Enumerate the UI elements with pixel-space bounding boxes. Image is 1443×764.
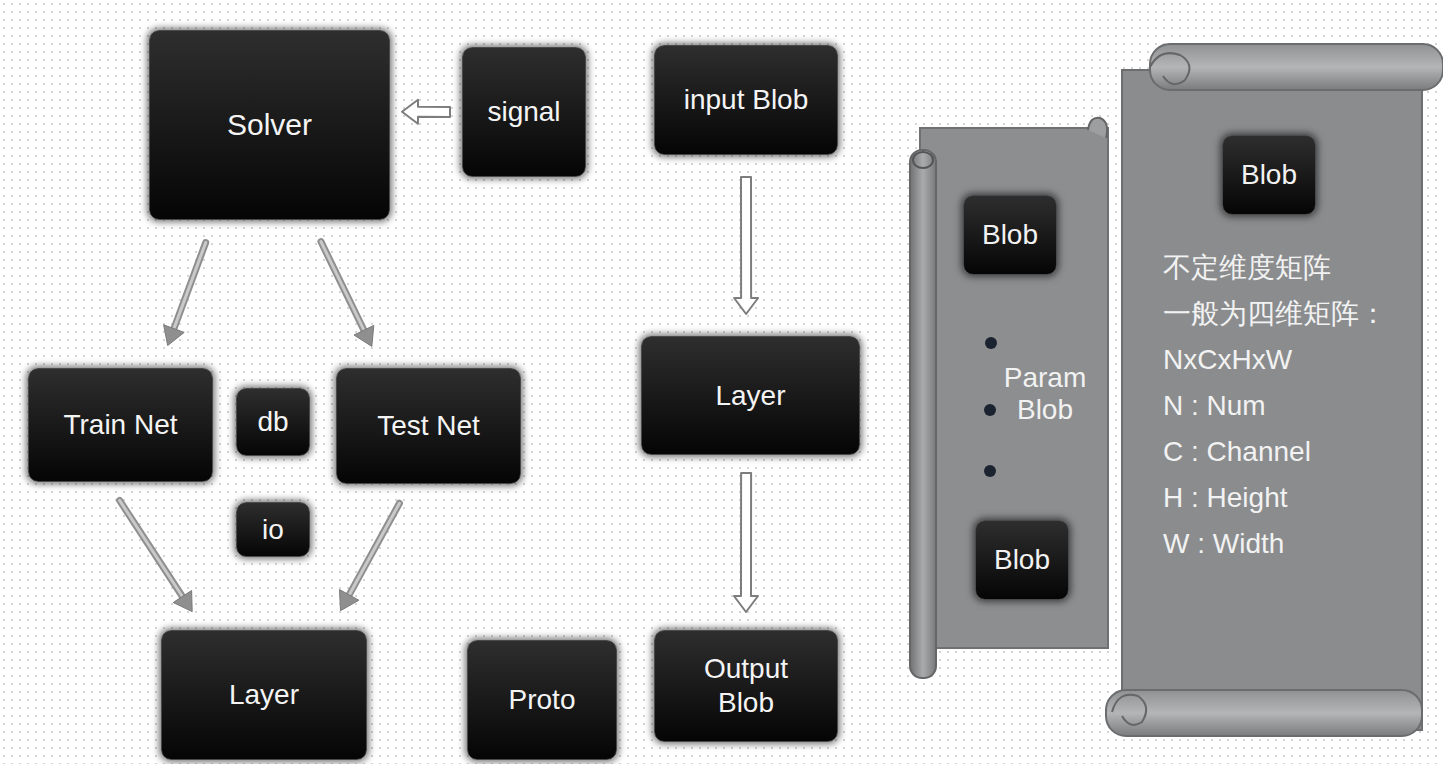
box-label: Proto (509, 683, 576, 717)
scroll-roll (1150, 44, 1443, 90)
scroll-curl (913, 152, 933, 168)
panel-text: Param Blob (1000, 362, 1090, 426)
box-label: input Blob (684, 83, 809, 117)
panel-text: N : Num (1163, 390, 1266, 422)
arrow-connector (734, 473, 758, 612)
box-label: Blob (994, 544, 1050, 576)
panel-text: 不定维度矩阵 (1163, 252, 1331, 284)
arrow-connector (164, 243, 206, 346)
scroll-curl (1150, 53, 1189, 84)
scroll-roll (1106, 690, 1422, 736)
box-label: io (262, 513, 284, 547)
process-box: Blob (975, 520, 1069, 600)
scroll-curl (1088, 118, 1107, 138)
arrow-connector (402, 100, 450, 124)
arrow-shape (340, 590, 359, 611)
process-box: input Blob (654, 45, 838, 155)
arrow-shaft (120, 500, 183, 596)
arrow-connector (321, 242, 374, 347)
box-label: Blob (982, 219, 1038, 251)
process-box: Blob (1222, 135, 1316, 215)
arrow-shaft-highlight (349, 503, 399, 595)
dot (984, 465, 996, 477)
scroll-curl (1112, 695, 1146, 725)
panel-text: C : Channel (1163, 436, 1311, 468)
panel-text: W : Width (1163, 528, 1284, 560)
arrow-shape (734, 177, 758, 314)
box-label: signal (487, 95, 560, 129)
process-box: Test Net (336, 368, 521, 484)
arrow-shape (734, 473, 758, 612)
arrow-shape (402, 100, 450, 124)
arrow-shaft (321, 242, 364, 331)
box-label: Blob (1241, 159, 1297, 191)
arrow-shaft-highlight (120, 500, 183, 596)
scroll-sheet (1122, 70, 1422, 730)
panel-text: NxCxHxW (1163, 344, 1292, 376)
process-box: Solver (149, 30, 390, 220)
arrow-shape (173, 591, 192, 612)
scroll-panel: Param BlobBlobBlob (908, 120, 1110, 680)
box-label: Test Net (377, 409, 480, 443)
scroll-roll (910, 150, 936, 678)
process-box: signal (462, 47, 586, 177)
box-label: Output Blob (691, 652, 801, 719)
box-label: Layer (229, 678, 299, 712)
process-box: db (236, 388, 310, 456)
arrow-shaft-highlight (174, 243, 206, 329)
process-box: Train Net (28, 368, 213, 482)
scroll-sheet (920, 128, 1108, 648)
arrow-shaft (349, 503, 399, 595)
arrow-connector (120, 500, 193, 611)
arrow-shape (164, 325, 185, 346)
arrow-shaft-highlight (321, 242, 364, 331)
process-box: Proto (467, 640, 617, 760)
arrow-connector (734, 177, 758, 314)
box-label: Solver (227, 107, 312, 143)
dot (984, 404, 996, 416)
process-box: Output Blob (654, 630, 838, 742)
arrow-connector (340, 503, 400, 610)
process-box: Layer (161, 630, 367, 760)
box-label: db (257, 405, 288, 439)
arrow-shape (354, 325, 374, 346)
process-box: Layer (641, 336, 860, 455)
box-label: Train Net (63, 408, 177, 442)
process-box: Blob (963, 195, 1057, 275)
box-label: Layer (715, 379, 785, 413)
dot (985, 337, 997, 349)
panel-text: 一般为四维矩阵： (1163, 298, 1387, 330)
scroll-panel: 不定维度矩阵一般为四维矩阵： NxCxHxW N : Num C : ChannelH… (1105, 40, 1443, 740)
process-box: io (236, 502, 310, 557)
panel-text: H : Height (1163, 482, 1288, 514)
arrow-shaft (174, 243, 206, 329)
